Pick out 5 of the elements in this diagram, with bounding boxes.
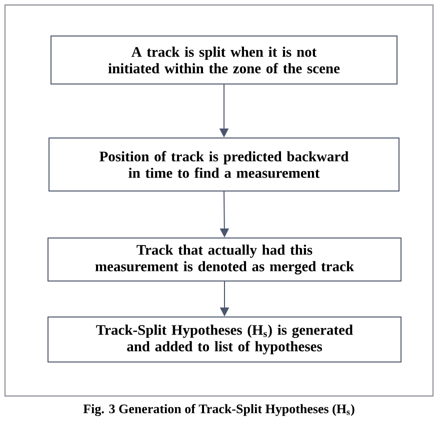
caption: Fig. 3 Generation of Track-Split Hypotheses (H$_{s}$) (83, 404, 354, 416)
process-box: A track is split when it is not initiated within the zone of the scene (50, 36, 398, 84)
process-box: Track that actually had this measurement is denoted as merged track (48, 238, 402, 282)
process-box: Track-Split Hypotheses (H$_{s}$) is generated and added to list of hypotheses (48, 316, 402, 362)
process-box: Position of track is predicted backward in time to find a measurement (48, 138, 400, 192)
